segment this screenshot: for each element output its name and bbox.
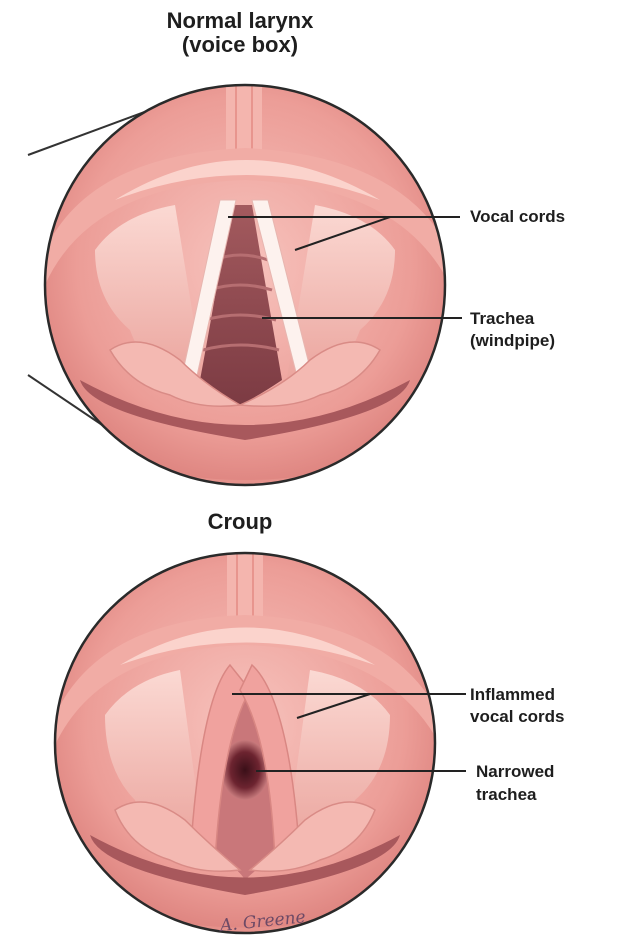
trachea-label: Trachea: [470, 308, 534, 329]
croup-larynx-drawing: [55, 553, 466, 940]
normal-larynx-drawing: [28, 80, 462, 500]
narrowed-trachea-label: Narrowed: [476, 761, 554, 782]
inflamed-cords-label: Inflammed: [470, 684, 555, 705]
narrowed-trachea-label-line2: trachea: [476, 784, 536, 805]
vocal-cords-label: Vocal cords: [470, 206, 565, 227]
trachea-label-line2: (windpipe): [470, 330, 555, 351]
inflamed-cords-label-line2: vocal cords: [470, 706, 565, 727]
